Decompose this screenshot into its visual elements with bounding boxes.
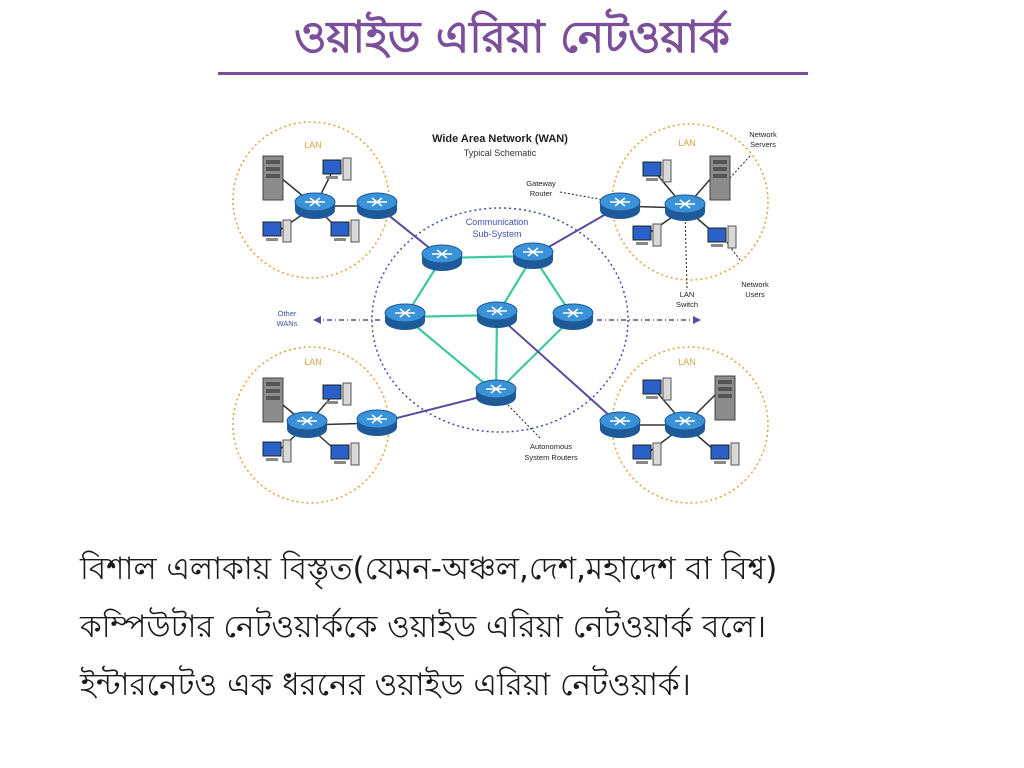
- gateway-label-line-1: Gateway: [526, 179, 556, 188]
- other-wans-arrow-left: [313, 316, 383, 324]
- body-line-1: বিশাল এলাকায় বিস্তৃত(যেমন-অঞ্চল,দেশ,মহা…: [80, 551, 778, 587]
- lan-circle-top-right: [611, 123, 769, 281]
- gateway-router-top-right: [599, 192, 641, 220]
- lan-switch-top-right: [664, 194, 706, 222]
- core-router-right: [552, 303, 594, 331]
- title-underline: [218, 72, 808, 75]
- asr-label-line-1: Autonomous: [530, 442, 572, 451]
- core-router-top-left: [421, 244, 463, 272]
- gateway-router-bottom-right: [599, 411, 641, 439]
- pc-icon: [707, 225, 737, 249]
- body-text: বিশাল এলাকায় বিস্তৃত(যেমন-অঞ্চল,দেশ,মহা…: [80, 540, 980, 714]
- users-label-line-1: Network: [741, 280, 769, 289]
- gateway-router-top-left: [356, 192, 398, 220]
- core-router-left: [384, 303, 426, 331]
- lan-switch-bottom-right: [664, 411, 706, 439]
- server-icon: [709, 155, 731, 201]
- other-wans-line-1: Other: [278, 309, 297, 318]
- core-label-line-1: Communication: [466, 217, 529, 227]
- switch-label-line-1: LAN: [680, 290, 695, 299]
- pc-icon: [322, 157, 352, 181]
- other-wans-line-2: WANs: [277, 319, 298, 328]
- pc-icon: [262, 219, 292, 243]
- body-line-2: কম্পিউটার নেটওয়ার্ককে ওয়াইড এরিয়া নেট…: [80, 609, 767, 645]
- other-wans-arrow-right: [597, 316, 701, 324]
- core-router-top-right: [512, 242, 554, 270]
- diagram-title: Wide Area Network (WAN): [432, 133, 568, 145]
- server-icon: [262, 155, 284, 201]
- server-icon: [262, 377, 284, 423]
- core-label-line-2: Sub-System: [472, 229, 521, 239]
- users-label-line-2: Users: [745, 290, 765, 299]
- core-router-center: [476, 301, 518, 329]
- wan-diagram: Wide Area Network (WAN) Typical Schemati…: [232, 121, 777, 504]
- lan-label-bottom-right: LAN: [678, 357, 696, 367]
- pc-icon: [632, 442, 662, 466]
- lan-switch-bottom-left: [286, 411, 328, 439]
- pc-icon: [710, 442, 740, 466]
- diagram-subtitle: Typical Schematic: [464, 148, 537, 158]
- pc-icon: [642, 377, 672, 401]
- pc-icon: [262, 439, 292, 463]
- pc-icon: [642, 159, 672, 183]
- pc-icon: [330, 219, 360, 243]
- lan-switch-top-left: [294, 192, 336, 220]
- gateway-router-bottom-left: [356, 409, 398, 437]
- gateway-label-line-2: Router: [530, 189, 553, 198]
- core-router-bottom: [475, 379, 517, 407]
- lan-label-top-right: LAN: [678, 138, 696, 148]
- lan-circle-bottom-right: [611, 346, 769, 504]
- servers-label-line-1: Network: [749, 130, 777, 139]
- pc-icon: [632, 223, 662, 247]
- switch-label-line-2: Switch: [676, 300, 698, 309]
- body-line-3: ইন্টারনেটও এক ধরনের ওয়াইড এরিয়া নেটওয়…: [80, 667, 691, 703]
- asr-label-line-2: System Routers: [524, 453, 578, 462]
- lan-label-top-left: LAN: [304, 140, 322, 150]
- pc-icon: [322, 382, 352, 406]
- lan-label-bottom-left: LAN: [304, 357, 322, 367]
- slide-title: ওয়াইড এরিয়া নেটওয়ার্ক: [294, 12, 730, 63]
- pc-icon: [330, 442, 360, 466]
- core-subsystem-circle: [371, 207, 629, 433]
- server-icon: [714, 375, 736, 421]
- servers-label-line-2: Servers: [750, 140, 776, 149]
